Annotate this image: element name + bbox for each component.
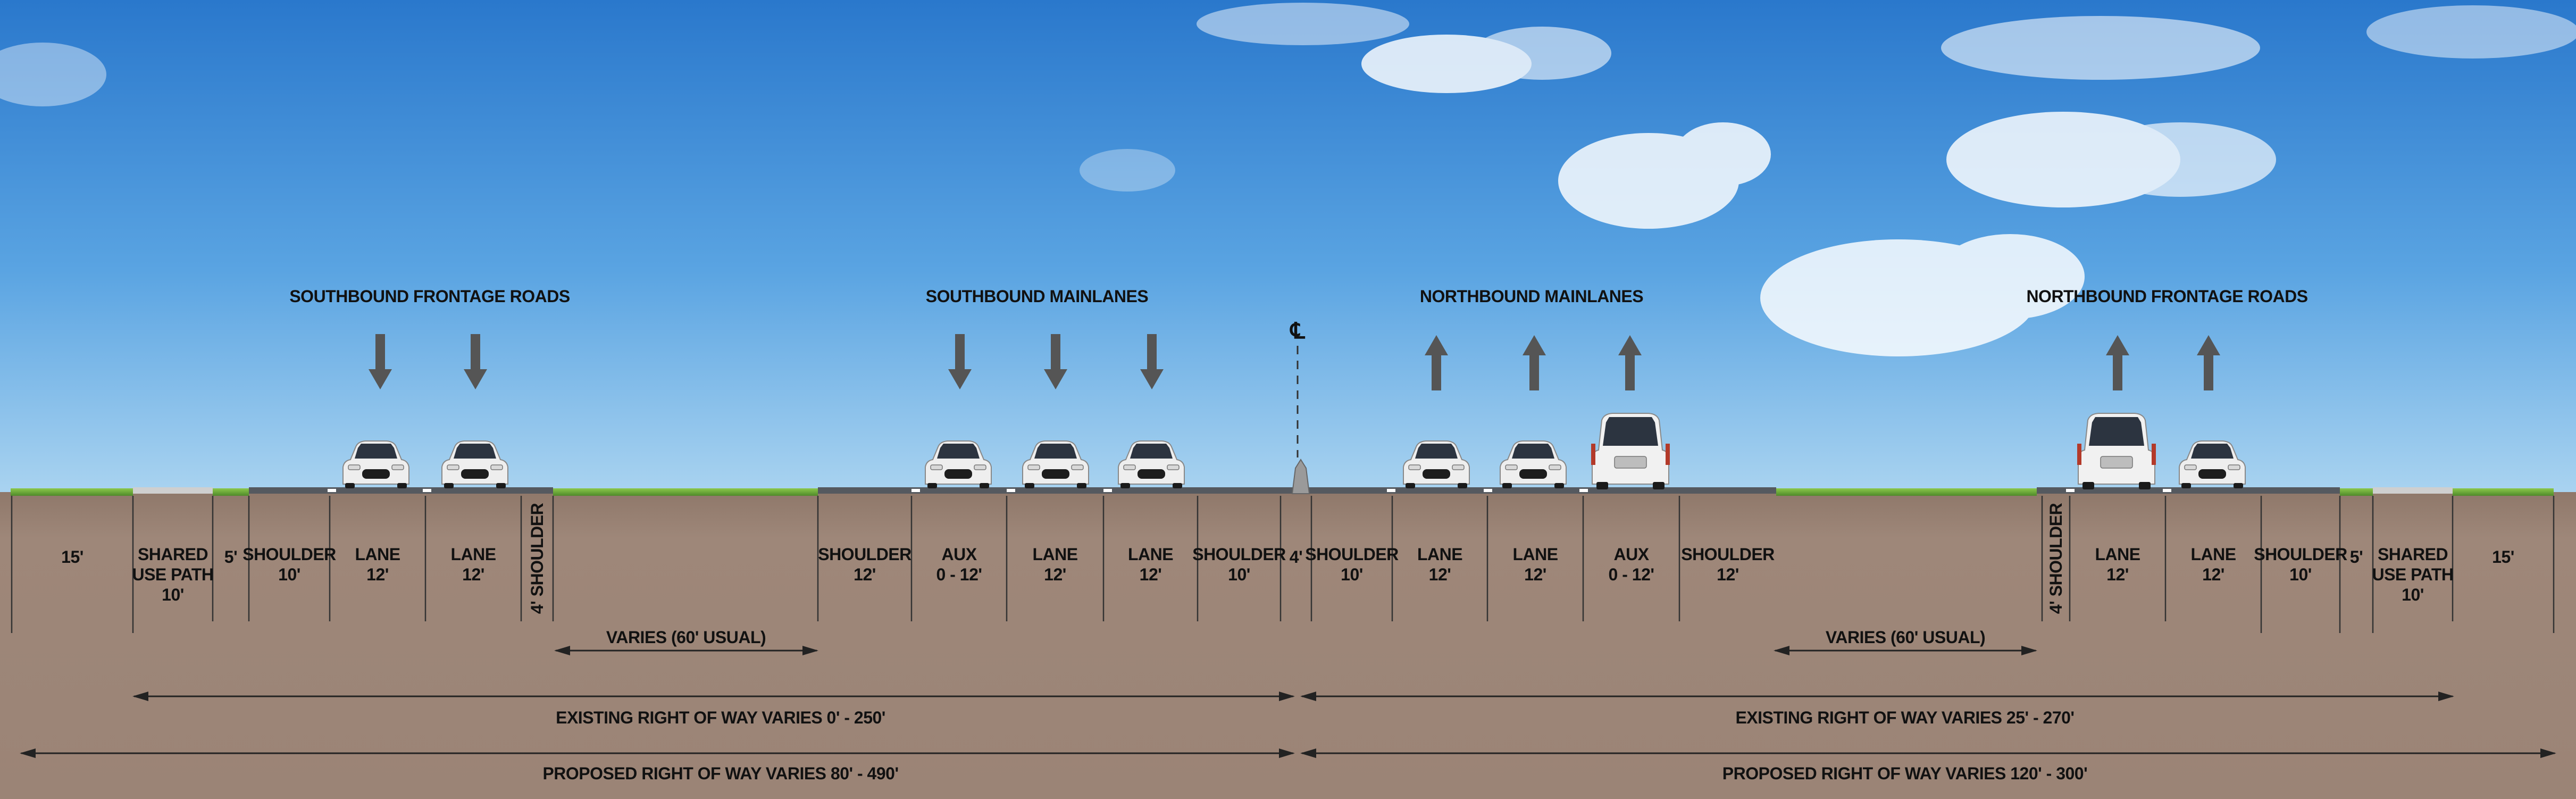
segment-label-name: SHARED (138, 545, 208, 564)
centerline-symbol: ℄ (1290, 318, 1306, 343)
segment-label-name: 4' SHOULDER (2046, 503, 2065, 614)
segment-label-name: AUX (1613, 545, 1649, 564)
segment-label-width: 10' (278, 565, 300, 584)
segment-label-name: SHOULDER (2254, 545, 2347, 564)
shared-use-paths (133, 487, 2453, 494)
heading-sb-frontage: SOUTHBOUND FRONTAGE ROADS (289, 287, 570, 306)
segment-label-name: SHOULDER (818, 545, 911, 564)
segment-label-width: 12' (1140, 565, 1162, 584)
segment-label-name: 4' SHOULDER (528, 503, 547, 614)
clouds (0, 3, 2576, 356)
label-existing-left: EXISTING RIGHT OF WAY VARIES 0' - 250' (556, 708, 885, 727)
segment-dividers (11, 496, 2555, 633)
segment-label-name: 15' (2492, 547, 2514, 567)
segment-label-width: 10' (162, 585, 184, 604)
label-varies-nb: VARIES (60' USUAL) (1826, 628, 1985, 647)
segment-label-name: AUX (941, 545, 977, 564)
segment-label-name: SHOULDER (1192, 545, 1286, 564)
segment-label-width: 10' (1228, 565, 1250, 584)
segment-label-width: 10' (2402, 585, 2424, 604)
segment-label-width: 0 - 12' (936, 565, 982, 584)
segment-label-name: LANE (2095, 545, 2140, 564)
segment-label-width: 10' (2289, 565, 2312, 584)
label-existing-right: EXISTING RIGHT OF WAY VARIES 25' - 270' (1735, 708, 2074, 727)
segment-label-width: 12' (1429, 565, 1451, 584)
label-proposed-left: PROPOSED RIGHT OF WAY VARIES 80' - 490' (542, 764, 898, 783)
segment-label-width: 12' (366, 565, 389, 584)
heading-nb-frontage: NORTHBOUND FRONTAGE ROADS (2026, 287, 2307, 306)
grass-strips (11, 488, 2554, 496)
segment-label-width: 12' (2106, 565, 2129, 584)
label-varies-sb: VARIES (60' USUAL) (606, 628, 766, 647)
segment-label-name: LANE (1032, 545, 1077, 564)
segment-label-width: 12' (1717, 565, 1739, 584)
segment-label-width: 12' (462, 565, 484, 584)
segment-label-width: 12' (1524, 565, 1546, 584)
segment-label-name: 5' (224, 547, 237, 567)
segment-label-name: LANE (1512, 545, 1558, 564)
segment-label-name: SHOULDER (1681, 545, 1775, 564)
segment-label-name: SHARED (2378, 545, 2448, 564)
segment-label-name: LANE (2190, 545, 2236, 564)
segment-label-name: LANE (1128, 545, 1173, 564)
segment-label-width: 12' (854, 565, 876, 584)
segment-label-name: 5' (2350, 547, 2363, 567)
ground (0, 492, 2576, 799)
heading-nb-mainlanes: NORTHBOUND MAINLANES (1420, 287, 1643, 306)
suv (2077, 413, 2156, 490)
heading-sb-mainlanes: SOUTHBOUND MAINLANES (926, 287, 1149, 306)
median-barrier (1291, 459, 1310, 494)
segment-label-name: LANE (1417, 545, 1462, 564)
segment-label-name: USE PATH (132, 565, 213, 584)
lane-stripes (328, 489, 2171, 492)
segment-label-width: 10' (1341, 565, 1363, 584)
sky (0, 0, 2576, 492)
label-proposed-right: PROPOSED RIGHT OF WAY VARIES 120' - 300' (1722, 764, 2087, 783)
segment-label-name: 15' (61, 547, 83, 567)
suv (1591, 413, 1670, 490)
segment-label-width: 0 - 12' (1609, 565, 1654, 584)
segment-label-width: 12' (2202, 565, 2224, 584)
dimension-lines (20, 646, 2556, 758)
segment-label-name: LANE (450, 545, 496, 564)
segment-label-name: SHOULDER (242, 545, 336, 564)
segment-label-name: USE PATH (2372, 565, 2453, 584)
segment-label-name: 4' (1290, 547, 1302, 567)
segment-label-width: 12' (1044, 565, 1066, 584)
segment-label-name: LANE (355, 545, 400, 564)
segment-label-name: SHOULDER (1305, 545, 1399, 564)
